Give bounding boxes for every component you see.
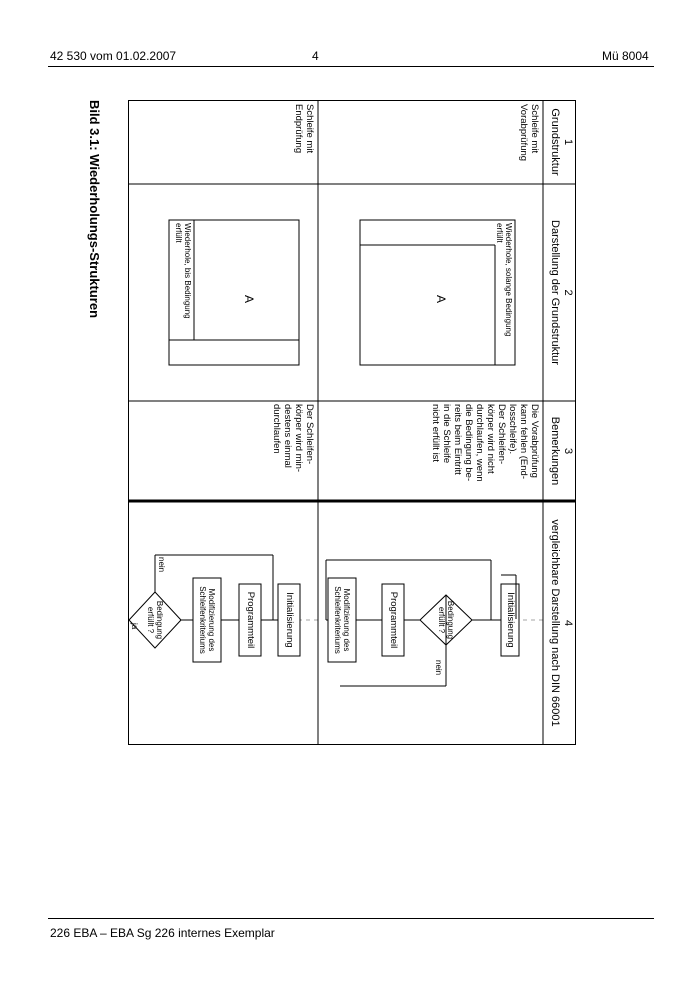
row1-flow-prog: Programmteil xyxy=(388,591,399,649)
row1-block: A xyxy=(434,295,448,304)
row1-flow-init: Initialisierung xyxy=(505,592,516,648)
footer-rule xyxy=(48,918,654,919)
row2-bemerkung: Der Schleifen-körper wird min- destens e… xyxy=(271,404,315,473)
row2-flow-ja: ja xyxy=(130,623,139,630)
footer-text: 226 EBA – EBA Sg 226 internes Exemplar xyxy=(50,926,275,940)
header-left: 42 530 vom 01.02.2007 xyxy=(50,49,177,63)
row2-flow-prog: Programmteil xyxy=(245,591,256,649)
header-rule xyxy=(48,66,654,67)
row1-flow-nein: nein xyxy=(434,660,443,676)
row2-flow-nein: nein xyxy=(157,557,166,573)
header-right: Mü 8004 xyxy=(602,49,649,63)
row2-flow-init: Initialisierung xyxy=(284,592,295,648)
table-graphics xyxy=(128,100,576,745)
figure-caption: Bild 3.1: Wiederholungs-Strukturen xyxy=(87,100,102,319)
page-number: 4 xyxy=(312,49,319,63)
row2-block: A xyxy=(242,295,256,304)
